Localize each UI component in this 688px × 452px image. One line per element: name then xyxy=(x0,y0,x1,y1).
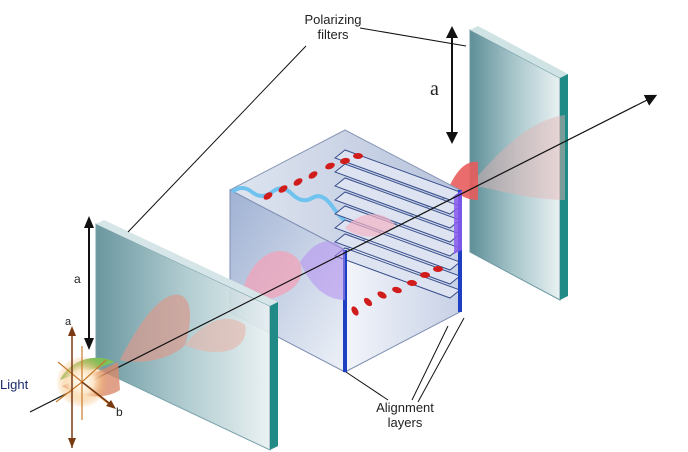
right-polarizing-filter xyxy=(469,26,568,301)
light-label: Light xyxy=(0,377,29,392)
left-polarizing-filter xyxy=(95,220,278,451)
light-axis-a-label: a xyxy=(65,316,72,328)
alignment-layers-line1: Alignment xyxy=(376,400,434,415)
left-axis-a-arrow xyxy=(84,216,94,350)
light-source xyxy=(55,326,120,448)
light-axis-b-label: b xyxy=(116,405,123,419)
liquid-crystal-molecules xyxy=(263,153,443,316)
polarizing-filters-line2: filters xyxy=(317,27,349,42)
label-leader-lines xyxy=(127,27,467,403)
alignment-layers-label: Alignment layers xyxy=(360,400,450,430)
light-ray-arrow xyxy=(29,94,658,413)
right-axis-a-arrow xyxy=(446,26,458,144)
liquid-crystal-cell xyxy=(228,129,462,373)
polarizing-filters-label: Polarizing filters xyxy=(288,12,378,42)
left-axis-a-label: a xyxy=(74,272,81,286)
alignment-layers-line2: layers xyxy=(387,415,423,430)
polarizing-filters-line1: Polarizing xyxy=(304,12,362,27)
right-axis-a-label: a xyxy=(430,78,439,100)
